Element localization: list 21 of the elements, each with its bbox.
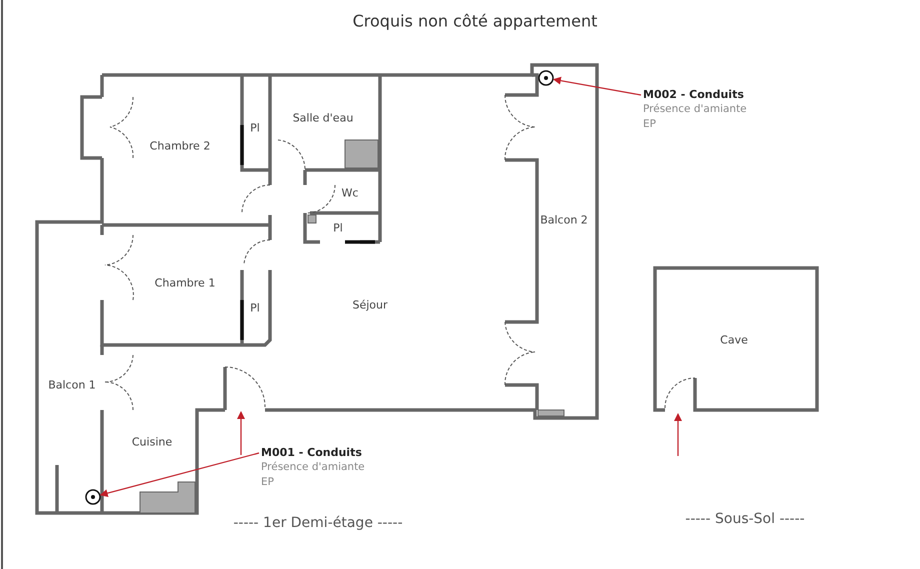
floor-label: ----- 1er Demi-étage ----- (233, 515, 403, 531)
leader-line (100, 452, 260, 498)
conduit-marker-icon (538, 70, 554, 86)
room-label: Chambre 2 (150, 140, 210, 152)
leader-line (552, 76, 642, 96)
room-label: Salle d'eau (292, 112, 354, 124)
closet-label: Pl (250, 302, 260, 314)
room-label: Balcon 1 (48, 378, 96, 392)
closet-label: Pl (250, 122, 260, 134)
callout-text: M002 - Conduits Présence d'amiante EP (643, 87, 747, 132)
conduit-marker-icon (85, 489, 101, 505)
room-label: Séjour (352, 298, 388, 312)
closet-label: Pl (333, 222, 343, 234)
room-label: Chambre 1 (154, 276, 216, 290)
callout-text: M001 - Conduits Présence d'amiante EP (261, 445, 365, 490)
floor-label: ----- Sous-Sol ----- (685, 511, 805, 527)
room-label: Wc (342, 186, 358, 200)
room-label: Cave (720, 334, 748, 346)
plan-title: Croquis non côté appartement (352, 12, 598, 30)
room-label: Balcon 2 (540, 214, 588, 226)
room-label: Cuisine (132, 436, 172, 448)
